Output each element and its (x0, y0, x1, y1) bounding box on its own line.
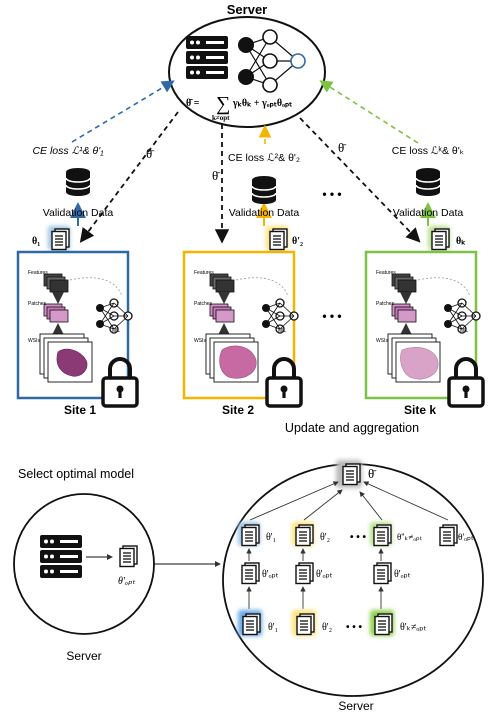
sitek-name: Site k (404, 403, 436, 417)
bottom-left-server-label: Server (66, 649, 101, 663)
aggregated-model-doc-icon (342, 463, 361, 486)
row1-theta-2: θ'₂ (320, 532, 330, 543)
row1-theta-1: θ'₁ (266, 532, 276, 543)
sitek-model-doc-icon (431, 228, 450, 251)
site1-database-icon (65, 167, 91, 197)
site2-model-doc-icon (269, 228, 288, 251)
arrow-sitek-to-server (319, 80, 419, 144)
sitek-tissue (400, 347, 439, 380)
sitek-mil-label: MIL (460, 328, 469, 334)
row2-theta-k: θ'ₒₚₜ (394, 569, 411, 580)
server-rack-icon (186, 36, 228, 79)
site1-theta: θ₁ (32, 236, 40, 247)
row3-doc-2 (296, 613, 315, 636)
aggregation-formula-sum: ∑ (216, 93, 230, 115)
bottom-right-server-ellipse (222, 463, 484, 697)
sitek-wsis-label: WSIs (376, 338, 388, 344)
site2-ce-loss: CE loss ℒ²& θ'₂ (228, 152, 300, 164)
bottom-right-server-label: Server (338, 699, 373, 713)
row2-doc-1 (241, 562, 260, 585)
row1-doc-1 (241, 524, 260, 547)
row1-doc-k (373, 524, 392, 547)
site1-tissue (56, 348, 88, 377)
site2-theta: θ'₂ (292, 236, 303, 247)
update-aggregation-caption: Update and aggregation (285, 421, 419, 435)
site1-features-label: Features (28, 270, 48, 276)
site2-name: Site 2 (222, 403, 254, 417)
row1-theta-opt: θ'ₒₚₜ (458, 533, 474, 543)
row1-ellipsis: • • • (350, 532, 367, 543)
aggregation-formula-lhs: θ̄ = (186, 98, 200, 109)
row3-theta-1: θ'₁ (268, 622, 278, 633)
site1-model-doc-icon (51, 228, 70, 251)
bottom-left-model-doc-icon (119, 545, 138, 568)
sites-ellipsis-top: • • • (322, 187, 341, 201)
row2-doc-k (373, 562, 392, 585)
arrow-server-to-sitek (299, 117, 421, 243)
site2-patches-label: Patches (194, 301, 213, 307)
row3-ellipsis: • • • (346, 622, 363, 633)
arrow-server-to-site1 (79, 111, 179, 243)
site2-validation-data: Validation Data (229, 207, 300, 219)
server-title: Server (227, 2, 267, 17)
row2-theta-1: θ'ₒₚₜ (262, 569, 279, 580)
sitek-ce-loss: CE loss ℒᵏ& θ'ₖ (392, 145, 464, 157)
sitek-database-icon (415, 167, 441, 197)
site2-features-label: Features (194, 270, 214, 276)
select-optimal-caption: Select optimal model (18, 467, 134, 481)
site2-wsis-label: WSIs (194, 338, 206, 344)
row1-doc-2 (295, 524, 314, 547)
row2-doc-2 (295, 562, 314, 585)
aggregation-formula-rhs: γₖθₖ + γₒₚₜθₒₚₜ (232, 98, 292, 109)
aggregation-formula-sub: k≠opt (212, 114, 230, 122)
sitek-patches-label: Patches (376, 301, 395, 307)
theta-bar-label-3: θ̄ (338, 140, 346, 155)
site1-name: Site 1 (64, 403, 96, 417)
bottom-left-rack-icon (40, 535, 82, 578)
row3-theta-2: θ'₂ (322, 622, 332, 633)
site2-mil-label: MIL (278, 328, 287, 334)
neural-network-icon (238, 29, 306, 93)
site2-tissue (219, 345, 257, 379)
sitek-theta: θₖ (456, 236, 466, 247)
bottom-left-theta-opt: θ'ₒₚₜ (118, 576, 136, 587)
row1-theta-k: θ''ₖ≠ₒₚₜ (397, 532, 423, 542)
site2-database-icon (251, 175, 277, 205)
row3-doc-1 (242, 613, 261, 636)
site1-validation-data: Validation Data (43, 207, 114, 219)
row3-theta-k: θ'ₖ≠ₒₚₜ (400, 622, 427, 633)
sitek-validation-data: Validation Data (393, 207, 464, 219)
aggregated-theta-bar: θ̄ (368, 466, 376, 481)
theta-bar-label-2: θ̄ (212, 168, 220, 183)
site1-ce-loss: CE loss ℒ¹& θ'₁ (32, 145, 104, 157)
site1-wsis-label: WSIs (28, 338, 40, 344)
site1-mil-label: MIL (112, 328, 121, 334)
sitek-features-label: Features (376, 270, 396, 276)
sites-ellipsis-mid: • • • (322, 309, 341, 323)
arrow-site1-to-server (71, 80, 175, 143)
theta-bar-label-1: θ̄ (146, 146, 154, 161)
site1-patches-label: Patches (28, 301, 47, 307)
row2-theta-2: θ'ₒₚₜ (316, 569, 333, 580)
row3-doc-k (374, 613, 393, 636)
row1-doc-opt (439, 524, 458, 547)
